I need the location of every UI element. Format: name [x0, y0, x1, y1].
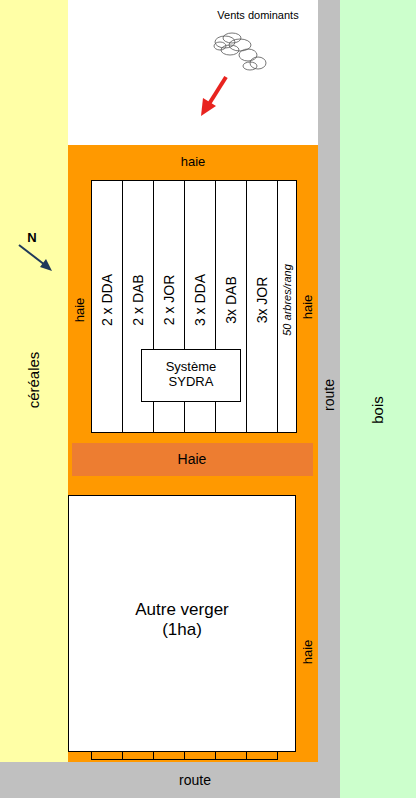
label-text: haie	[73, 298, 88, 323]
row-line	[277, 181, 278, 432]
cloud-symbol	[214, 33, 266, 70]
hedge-region: haie haie haie haie 2 x DDA 2 x DAB 2 x JOR 3 x…	[68, 145, 318, 762]
road-band: route	[0, 762, 340, 798]
row-line	[246, 181, 247, 432]
wood-band: bois	[340, 0, 416, 798]
label-text: route	[321, 379, 337, 411]
label-text: 50 arbres/rang	[281, 264, 294, 336]
label-text: 2 x JOR	[161, 275, 177, 326]
label-text: bois	[369, 396, 386, 424]
label-text: Système SYDRA	[155, 360, 227, 390]
note-text: Vents dominants	[217, 9, 298, 22]
label-text: Autre verger (1ha)	[123, 600, 241, 639]
label-text: 3x JOR	[254, 277, 270, 324]
orchard-plot: 2 x DDA 2 x DAB 2 x JOR 3 x DDA 3x DAB 3x JOR…	[91, 180, 297, 433]
row-line	[122, 181, 123, 432]
label-text: Haie	[178, 451, 207, 467]
label-text: haie	[301, 295, 316, 320]
label-text: céréales	[25, 352, 42, 409]
label-text: 2 x DAB	[130, 274, 146, 325]
north-label: N	[27, 231, 36, 246]
label-text: 3 x DDA	[192, 274, 208, 326]
system-box: Système SYDRA	[141, 349, 241, 402]
road-band: route	[318, 0, 340, 798]
label-text: 3x DAB	[223, 276, 239, 323]
label-text: haie	[301, 640, 316, 665]
north-arrow	[19, 245, 52, 271]
field-band: céréales	[0, 0, 68, 762]
label-text: 2 x DDA	[99, 274, 115, 326]
label-text: route	[179, 772, 211, 788]
label-text: haie	[181, 155, 206, 170]
hedge-band: Haie	[72, 443, 313, 476]
orchard-plot: Autre verger (1ha)	[68, 495, 296, 752]
row-line	[91, 759, 278, 760]
wind-arrow	[201, 77, 226, 116]
